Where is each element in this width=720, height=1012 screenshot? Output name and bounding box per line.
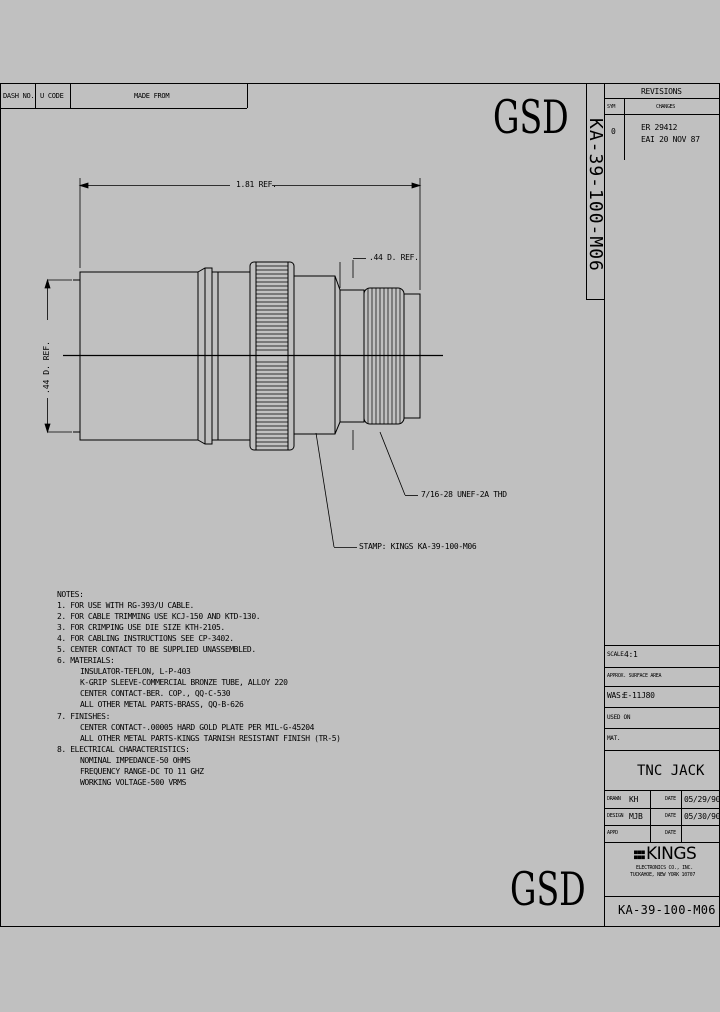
design-value: MJB [629, 812, 643, 821]
note-item: 3. FOR CRIMPING USE DIE SIZE KTH-2105. [57, 623, 225, 633]
was-label: WAS: [607, 691, 626, 700]
drawn-date-label: DATE [665, 796, 676, 802]
note-item: 5. CENTER CONTACT TO BE SUPPLIED UNASSEM… [57, 645, 256, 655]
design-date-label: DATE [665, 813, 676, 819]
company-sub-1: ELECTRONICS CO., INC. [636, 865, 693, 871]
scale-value: 4:1 [624, 650, 638, 659]
design-date: 05/30/90 [684, 812, 720, 821]
note-item: CENTER CONTACT-.00005 HARD GOLD PLATE PE… [80, 722, 315, 732]
note-item: CENTER CONTACT-BER. COP., QQ-C-530 [80, 689, 231, 699]
connector-drawing [63, 261, 443, 451]
thread-callout: 7/16-28 UNEF-2A THD [421, 490, 507, 499]
note-item: 1. FOR USE WITH RG-393/U CABLE. [57, 601, 194, 611]
appd-label: APPD [607, 830, 618, 836]
note-item: K-GRIP SLEEVE-COMMERCIAL BRONZE TUBE, AL… [80, 678, 288, 688]
note-item: WORKING VOLTAGE-500 VRMS [80, 777, 186, 787]
approx-surface-label: APPROX. SURFACE AREA [607, 673, 662, 679]
stamp-callout: STAMP: KINGS KA-39-100-M06 [359, 542, 477, 551]
note-item: 2. FOR CABLE TRIMMING USE KCJ-150 AND KT… [57, 612, 261, 622]
used-on-label: USED ON [607, 714, 631, 721]
note-item: 8. ELECTRICAL CHARACTERISTICS: [57, 744, 190, 754]
dim-diameter: .44 D. REF. [42, 341, 51, 394]
dimension-lines [44, 178, 422, 548]
revisions-sym-header: SYM [607, 104, 616, 110]
note-item: NOMINAL IMPEDANCE-50 OHMS [80, 755, 191, 765]
note-item: 4. FOR CABLING INSTRUCTIONS SEE CP-3402. [57, 634, 234, 644]
part-number-vertical: KA-39-100-M06 [585, 118, 606, 272]
note-item: INSULATOR-TEFLON, L-P-403 [80, 667, 191, 677]
dim-overall-length: 1.81 REF. [236, 180, 277, 189]
header-table-grid [0, 84, 248, 109]
thread-leader [379, 431, 406, 496]
notes-block: NOTES: 1. FOR USE WITH RG-393/U CABLE.2.… [57, 589, 341, 788]
dash-no-label: DASH NO. [3, 92, 35, 100]
note-item: 7. FINISHES: [57, 711, 110, 721]
company-sub-2: TUCKAHOE, NEW YORK 10707 [630, 872, 696, 878]
appd-date-label: DATE [665, 830, 676, 836]
gsd-watermark-bottom: GSD [510, 862, 586, 916]
design-label: DESIGN [607, 813, 624, 819]
revision-sym: 0 [611, 127, 616, 136]
title-block-grid [586, 84, 720, 926]
dim-thread-length: .44 D. REF. [369, 253, 419, 262]
scale-label: SCALE [607, 651, 624, 658]
note-item: ALL OTHER METAL PARTS-BRASS, QQ-B-626 [80, 700, 244, 710]
u-code-label: U CODE [40, 92, 64, 100]
note-item: 6. MATERIALS: [57, 656, 115, 666]
drawn-date: 05/29/90 [684, 795, 720, 804]
note-item: FREQUENCY RANGE-DC TO 11 GHZ [80, 766, 204, 776]
knurl-pattern [256, 265, 288, 447]
was-value: E-11J80 [623, 691, 655, 700]
drawn-label: DRAWN [607, 796, 621, 802]
notes-title: NOTES: [57, 590, 84, 599]
drawn-value: KH [629, 795, 639, 804]
kings-logo-icon: ■■■■■■ [634, 849, 645, 861]
stamp-leader [315, 432, 335, 548]
revision-change-line-2: EAI 20 NOV 87 [641, 135, 700, 144]
drawing-number: KA-39-100-M06 [618, 903, 716, 917]
thread-pattern [367, 288, 401, 424]
note-item: ALL OTHER METAL PARTS-KINGS TARNISH RESI… [80, 733, 341, 743]
gsd-watermark-top: GSD [493, 90, 569, 144]
made-from-label: MADE FROM [134, 92, 170, 100]
company-name: KINGS [646, 844, 697, 864]
mat-label: MAT. [607, 735, 621, 742]
revisions-title: REVISIONS [641, 87, 682, 96]
drawing-title: TNC JACK [637, 763, 705, 779]
revisions-changes-header: CHANGES [656, 104, 675, 110]
revision-change-line-1: ER 29412 [641, 123, 678, 132]
